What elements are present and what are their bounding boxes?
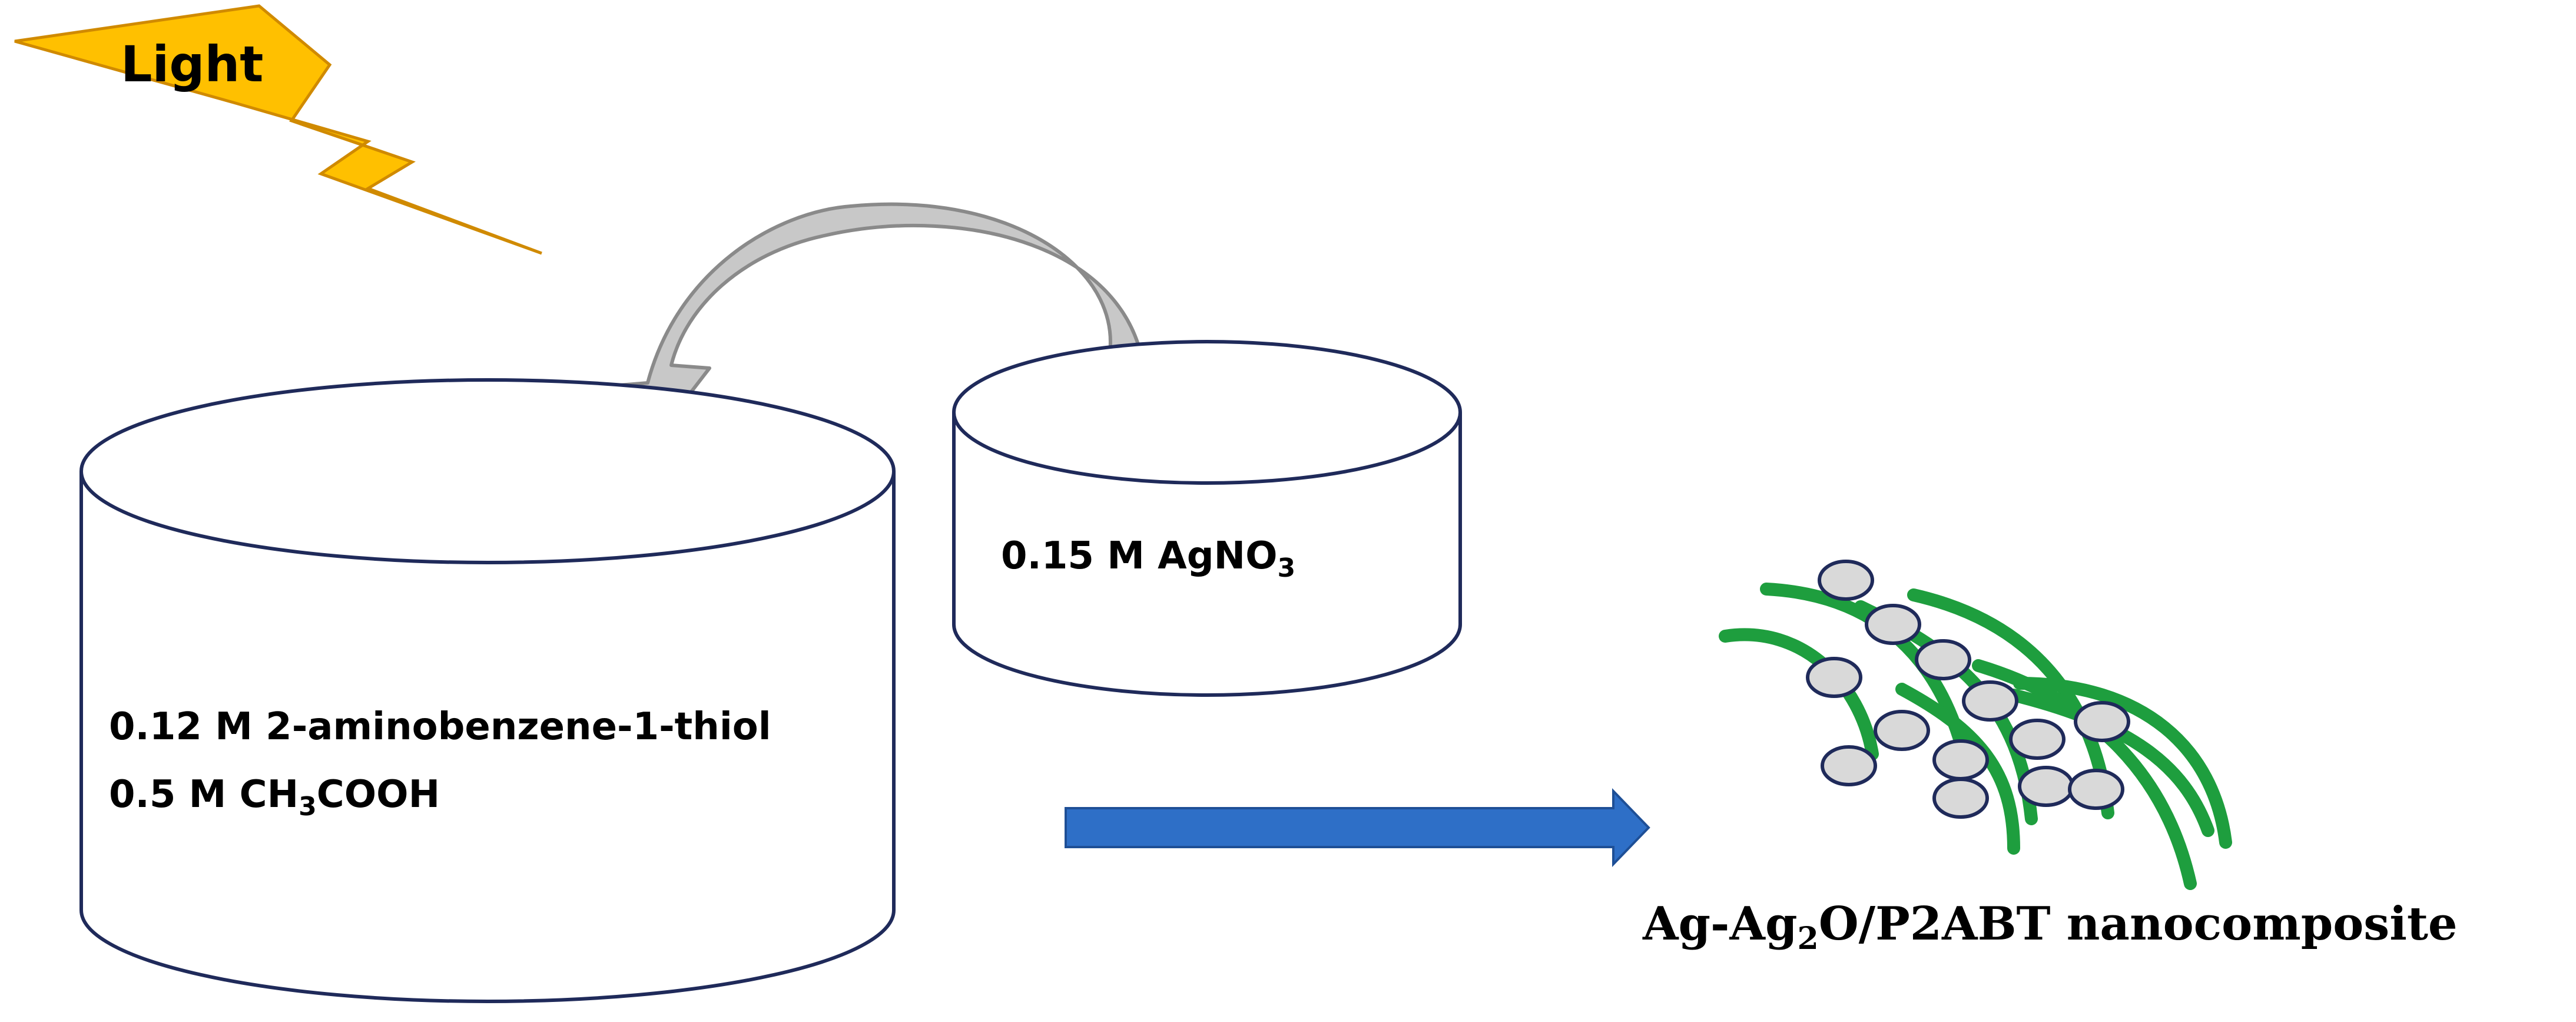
- silver-particle: [1821, 745, 1877, 786]
- silver-particle: [1874, 710, 1930, 751]
- small-container-body: [952, 412, 1462, 697]
- small-container-top: [952, 340, 1462, 485]
- silver-particle: [1932, 739, 1989, 780]
- small-container: 0.15 M AgNO3: [952, 340, 1462, 697]
- large-container-line2: 0.5 M CH3COOH: [109, 773, 440, 822]
- small-container-label-sub: 3: [1277, 553, 1295, 583]
- lightning-bolt-icon: [14, 4, 542, 255]
- large-container: 0.12 M 2-aminobenzene-1-thiol 0.5 M CH3C…: [79, 378, 896, 1003]
- silver-particle: [2018, 766, 2074, 807]
- silver-particles: [1806, 560, 2130, 819]
- silver-particle: [2009, 719, 2066, 760]
- silver-particle: [2068, 769, 2124, 810]
- silver-particle: [1962, 680, 2018, 722]
- light-bolt: Light: [14, 4, 542, 255]
- reaction-arrow: [1065, 788, 1650, 867]
- large-container-top: [79, 378, 896, 564]
- nanocomposite-label-sub: 2: [1798, 921, 1819, 957]
- large-container-line2-sub: 3: [299, 792, 317, 822]
- silver-particle: [1915, 639, 1971, 680]
- nanocomposite-label-a: Ag-Ag: [1642, 897, 1798, 951]
- polymer-chains: [1719, 583, 2232, 890]
- nanocomposite: Ag-Ag2O/P2ABT nanocomposite: [1642, 560, 2458, 957]
- large-container-line1: 0.12 M 2-aminobenzene-1-thiol: [109, 705, 771, 749]
- silver-particle: [1932, 778, 1989, 819]
- small-container-label-main: 0.15 M AgNO: [1001, 534, 1277, 578]
- nanocomposite-label: Ag-Ag2O/P2ABT nanocomposite: [1642, 897, 2458, 957]
- small-container-label: 0.15 M AgNO3: [1001, 534, 1295, 583]
- silver-particle: [1818, 560, 1874, 601]
- light-label: Light: [121, 35, 263, 93]
- large-container-body: [79, 471, 896, 1003]
- silver-particle: [1865, 604, 1921, 645]
- silver-particle: [2074, 701, 2130, 742]
- polymer-chain: [2013, 677, 2232, 849]
- right-arrow-icon: [1065, 788, 1650, 867]
- large-container-line2-main: 0.5 M CH: [109, 773, 299, 816]
- silver-particle: [1806, 657, 1862, 698]
- polymer-chain: [2007, 689, 2214, 837]
- large-container-line2-end: COOH: [317, 773, 440, 816]
- nanocomposite-label-b: O/P2ABT nanocomposite: [1819, 897, 2458, 951]
